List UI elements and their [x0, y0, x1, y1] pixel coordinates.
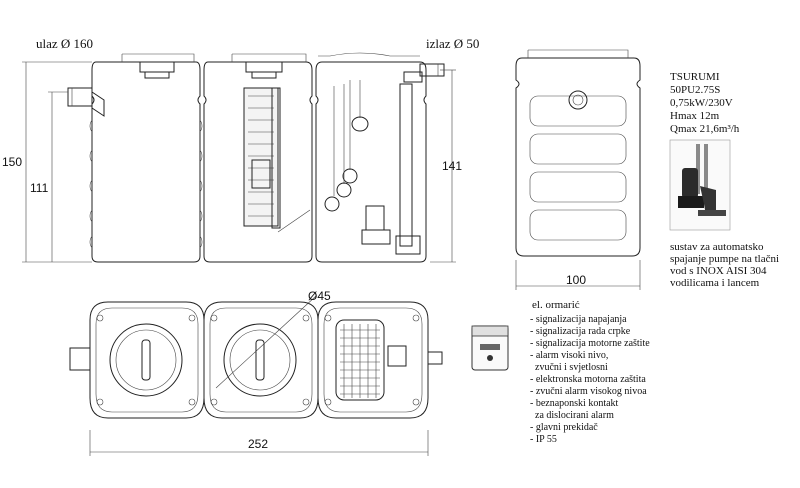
pump-spec-line-4: Hmax 12m — [670, 110, 720, 122]
pump-spec-line-2: 50PU2.75S — [670, 84, 720, 96]
cabinet-item-8: - beznaponski kontakt — [530, 398, 619, 409]
submersible-pump-photo — [669, 139, 731, 231]
pump-caption-line-1: sustav za automatsko — [670, 241, 764, 253]
pump-caption: sustav za automatsko spajanje pumpe na t… — [670, 241, 779, 289]
cabinet-item-4: - alarm visoki nivo, — [530, 350, 608, 361]
cabinet-item-5: zvučni i svjetlosni — [530, 362, 608, 373]
cabinet-item-9: za dislocirani alarm — [530, 410, 614, 421]
pump-spec-line-1: TSURUMI — [670, 71, 720, 83]
pump-spec: TSURUMI 50PU2.75S 0,75kW/230V Hmax 12m Q… — [670, 71, 740, 135]
dim-length-top: 252 — [248, 437, 268, 451]
side-elevation: 100 — [515, 49, 641, 290]
tank-1-elevation — [67, 53, 203, 263]
cabinet-item-2: - signalizacija rada crpke — [530, 326, 631, 337]
dim-height-inlet: 111 — [30, 181, 49, 195]
control-cabinet-icon — [471, 325, 509, 371]
dim-height-outlet: 141 — [442, 159, 462, 173]
inlet-label: ulaz Ø 160 — [36, 36, 93, 51]
pump-spec-line-3: 0,75kW/230V — [670, 97, 733, 109]
cabinet-item-1: - signalizacija napajanja — [530, 314, 627, 325]
pump-spec-line-5: Qmax 21,6m³/h — [670, 123, 740, 135]
dim-height-total: 150 — [2, 155, 22, 169]
filter-basket — [243, 87, 279, 227]
outlet-label: izlaz Ø 50 — [426, 36, 479, 51]
pump-caption-line-2: spajanje pumpe na tlačni — [670, 253, 779, 265]
front-elevation: ulaz Ø 160 izlaz Ø 50 150 111 141 — [2, 36, 479, 263]
height-dimensions — [22, 61, 456, 263]
cabinet-item-3: - signalizacija motorne zaštite — [530, 338, 650, 349]
plan-view: 252 Ø45 — [69, 289, 443, 456]
cabinet-item-6: - elektronska motorna zaštita — [530, 374, 646, 385]
tank-3-elevation — [315, 52, 445, 263]
tank-2-elevation — [203, 53, 313, 263]
dim-width-side: 100 — [566, 273, 586, 287]
cabinet-title: el. ormarić — [532, 299, 580, 311]
cabinet-item-7: - zvučni alarm visokog nivoa — [530, 386, 647, 397]
dim-diameter: Ø45 — [308, 289, 331, 303]
grating — [335, 319, 385, 401]
pump-caption-line-4: vodilicama i lancem — [670, 277, 760, 289]
cabinet-item-11: - IP 55 — [530, 434, 557, 445]
pump-caption-line-3: vod s INOX AISI 304 — [670, 265, 767, 277]
cabinet-list: el. ormarić - signalizacija napajanja - … — [530, 299, 650, 445]
cabinet-item-10: - glavni prekidač — [530, 422, 598, 433]
